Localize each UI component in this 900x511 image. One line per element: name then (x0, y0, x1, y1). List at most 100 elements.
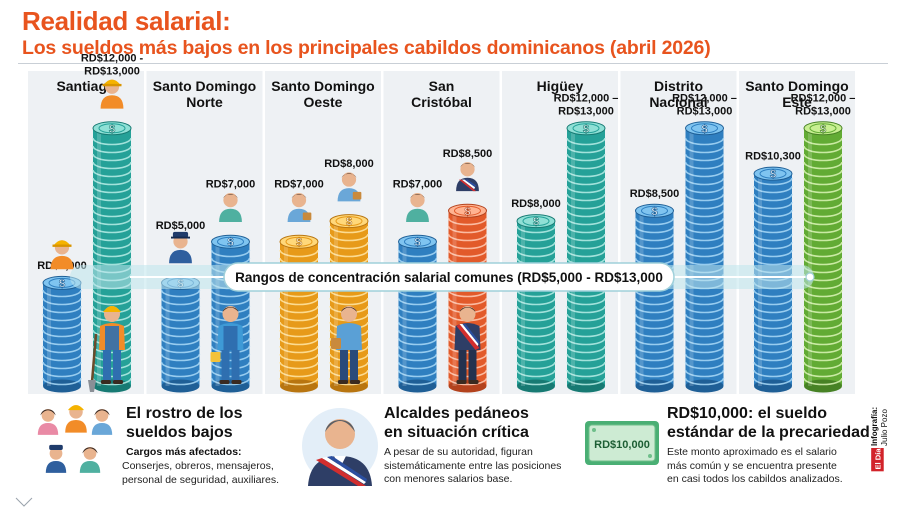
coin-edge (566, 185, 606, 194)
coin-edge (279, 337, 319, 346)
coin-edge (279, 369, 319, 378)
coin-edge (803, 169, 843, 178)
bar-value-label: RD$5,000 (156, 220, 206, 232)
coin-edge (160, 345, 201, 354)
person-hair (409, 193, 426, 199)
guard-cap (172, 231, 189, 238)
cap-brim (171, 236, 190, 239)
coin-edge (160, 321, 201, 330)
coin-edge (634, 369, 675, 378)
hair (94, 409, 110, 416)
coin-edge (516, 297, 556, 306)
bucket (210, 352, 221, 362)
coin-edge (684, 177, 725, 186)
coin-edge (447, 345, 488, 354)
coin-edge (92, 289, 132, 298)
leg-left (221, 348, 230, 382)
coin-edge (92, 209, 132, 218)
coin-edge (634, 337, 675, 346)
shovel-handle (90, 333, 98, 383)
coin-edge (447, 233, 488, 242)
coin-top-ring (285, 236, 313, 247)
coin-edge (210, 369, 251, 378)
coin-edge (803, 305, 843, 314)
coin-edge (803, 337, 843, 346)
section-standard-body: Este monto aproximado es el salario más … (667, 446, 843, 485)
coin-stack-base (161, 379, 200, 393)
shoe-right (468, 380, 479, 384)
coin-edge (803, 321, 843, 330)
page-subtitle: Los sueldos más bajos en los principales… (22, 37, 711, 59)
torso (65, 420, 87, 433)
coin-edge (684, 225, 725, 234)
coin-highlight (521, 221, 525, 386)
coin-edge (684, 369, 725, 378)
coin-edge (516, 377, 556, 386)
coin-edge (516, 225, 556, 234)
coin-edge (566, 369, 606, 378)
coin-edge (210, 297, 251, 306)
mayor-portrait-icon (302, 408, 378, 486)
band-label: Rangos de concentración salarial comunes… (235, 270, 663, 285)
coin-highlight (284, 241, 288, 386)
coin-edge (753, 217, 793, 226)
coin-edge (447, 353, 488, 362)
coin-edge (803, 225, 843, 234)
coin-edge (160, 329, 201, 338)
coin-edge (684, 185, 725, 194)
coin-edge (634, 329, 675, 338)
coin-edge (566, 313, 606, 322)
coin-edge (753, 185, 793, 194)
coin-edge (92, 153, 132, 162)
coin-edge (42, 361, 82, 370)
head (49, 446, 63, 460)
coin-top-ring (335, 216, 363, 227)
sash-blue (464, 179, 477, 188)
coin-stack-base (517, 379, 555, 393)
person-torso (50, 255, 74, 270)
coin-edge (753, 329, 793, 338)
hair (82, 447, 98, 454)
coin-edge (279, 345, 319, 354)
coin-stack-base (635, 379, 674, 393)
section-standard-title: RD$10,000: el sueldo estándar de la prec… (667, 405, 870, 441)
coin-edge (753, 361, 793, 370)
coin-edge (566, 321, 606, 330)
person-hair (459, 163, 476, 168)
coin-edge (684, 321, 725, 330)
coin-top-ring (759, 168, 787, 179)
coin-highlight (334, 221, 338, 386)
leg-right (350, 348, 358, 382)
coin-edge (210, 361, 251, 370)
band-end-dot (805, 272, 815, 282)
coin-edge (634, 289, 675, 298)
coin-edge (684, 161, 725, 170)
coin-highlight (689, 128, 694, 387)
coin-edge (803, 249, 843, 258)
person-torso (169, 249, 192, 264)
coin-edge (447, 225, 488, 234)
coin-edge (803, 345, 843, 354)
coin-edge (634, 377, 675, 386)
head (41, 408, 55, 422)
svg-text:Julio Pozo: Julio Pozo (880, 409, 889, 446)
coin-stack-bar: $ (803, 121, 843, 393)
banknote-icon: RD$10,000 (585, 421, 659, 465)
coin-edge (397, 361, 438, 370)
coin-edge (42, 289, 82, 298)
dollar-sign: $ (770, 169, 776, 181)
coin-edge (684, 361, 725, 370)
body-torso (336, 323, 362, 350)
coin-edge (279, 321, 319, 330)
coin-edge (684, 153, 725, 162)
coin-edge (516, 241, 556, 250)
coin-stack-bar: $ (397, 234, 438, 393)
coin-edge (92, 257, 132, 266)
coin-edge (753, 305, 793, 314)
bar-value-label: RD$10,300 (745, 151, 801, 163)
coin-edge (397, 321, 438, 330)
messenger-bag (352, 191, 362, 200)
coin-edge (634, 353, 675, 362)
